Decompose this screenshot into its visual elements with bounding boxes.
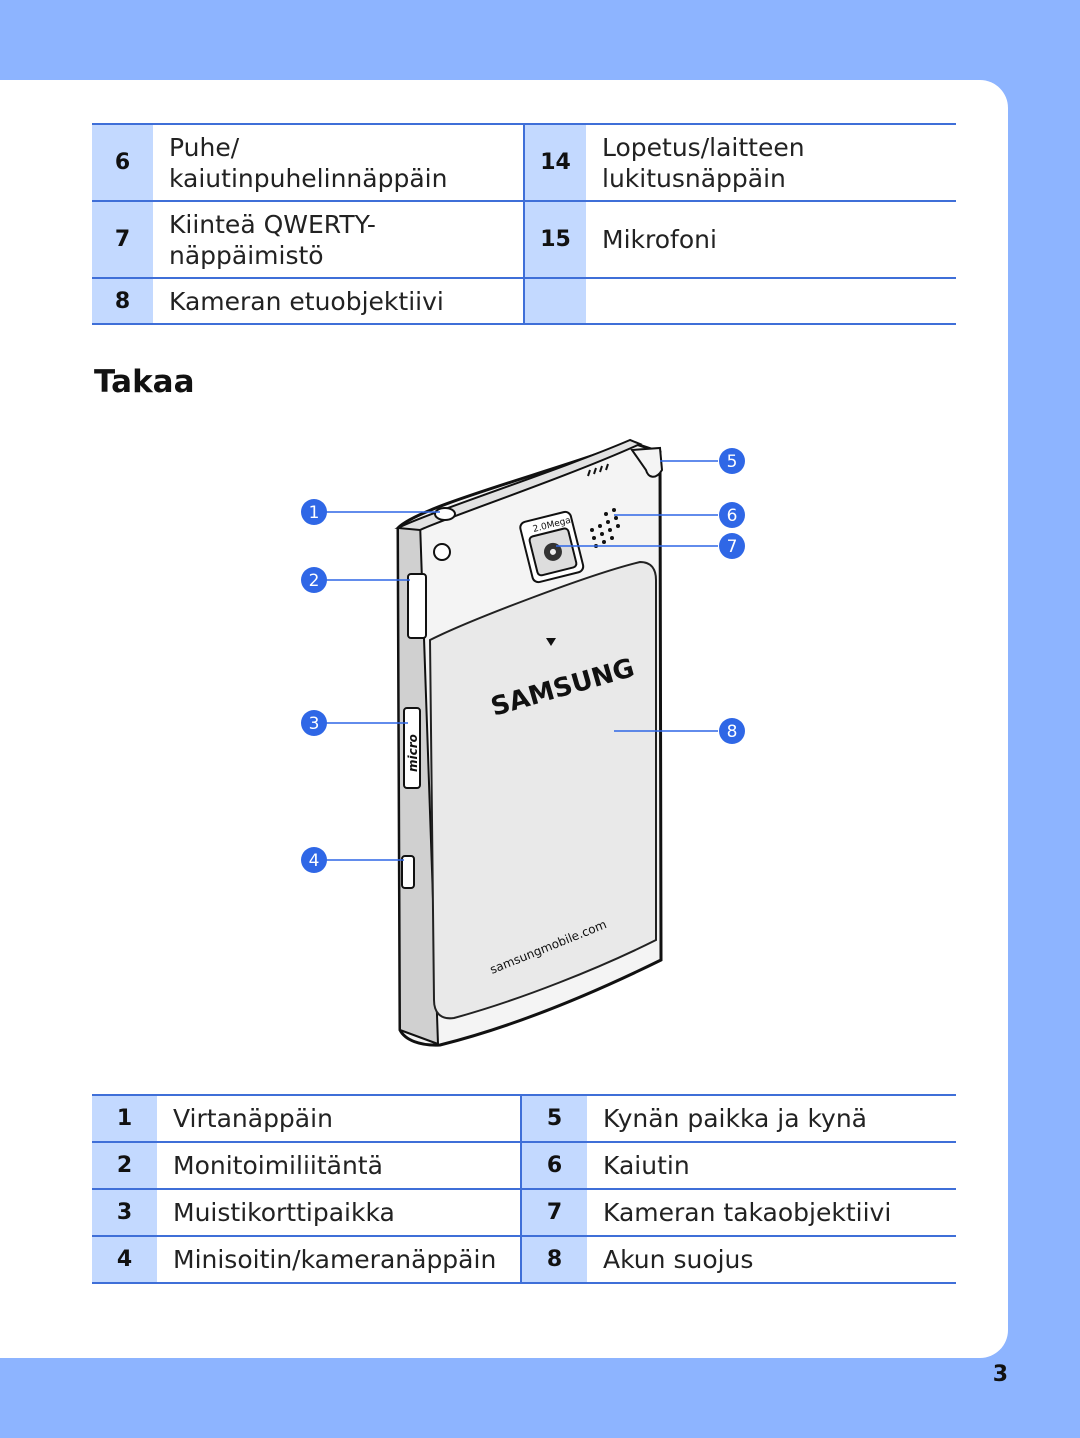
part-number: 2 xyxy=(92,1142,157,1190)
callout-badge: 4 xyxy=(301,847,327,873)
table-row: 7 Kiinteä QWERTY- näppäimistö 15 Mikrofo… xyxy=(92,201,956,279)
part-label: Virtanäppäin xyxy=(157,1094,521,1143)
part-label: Mikrofoni xyxy=(586,201,956,279)
table-row: 2 Monitoimiliitäntä 6 Kaiutin xyxy=(92,1142,956,1190)
part-number: 7 xyxy=(92,201,153,279)
part-label xyxy=(586,278,956,325)
part-label-line: Lopetus/laitteen xyxy=(602,132,805,162)
part-label-line: kaiutinpuhelinnäppäin xyxy=(169,163,448,193)
top-parts-table: 6 Puhe/ kaiutinpuhelinnäppäin 14 Lopetus… xyxy=(92,123,956,325)
multifunction-jack xyxy=(407,573,427,639)
bottom-parts-table: 1 Virtanäppäin 5 Kynän paikka ja kynä 2 … xyxy=(92,1094,956,1284)
table-row: 8 Kameran etuobjektiivi xyxy=(92,278,956,325)
table-row: 3 Muistikorttipaikka 7 Kameran takaobjek… xyxy=(92,1189,956,1237)
part-label: Kameran takaobjektiivi xyxy=(587,1189,956,1237)
callout-badge: 2 xyxy=(301,567,327,593)
svg-text:6: 6 xyxy=(727,506,738,526)
part-label-line: näppäimistö xyxy=(169,240,324,270)
table-row: 1 Virtanäppäin 5 Kynän paikka ja kynä xyxy=(92,1094,956,1143)
svg-text:4: 4 xyxy=(309,851,320,871)
part-number: 5 xyxy=(520,1094,587,1143)
page-number: 3 xyxy=(992,1362,1008,1387)
part-label-line: Kiinteä QWERTY- xyxy=(169,209,376,239)
part-label: Kameran etuobjektiivi xyxy=(153,278,524,325)
top-vent xyxy=(587,463,609,477)
callout-badge: 6 xyxy=(719,502,745,528)
phone-top-edge xyxy=(394,438,643,532)
table-row: 4 Minisoitin/kameranäppäin 8 Akun suojus xyxy=(92,1236,956,1284)
part-label: Monitoimiliitäntä xyxy=(157,1142,521,1190)
power-key xyxy=(434,507,456,521)
part-number: 8 xyxy=(520,1236,587,1284)
part-number xyxy=(523,278,586,325)
part-number: 14 xyxy=(523,123,586,202)
part-number: 3 xyxy=(92,1189,157,1237)
part-label-line: lukitusnäppäin xyxy=(602,163,786,193)
svg-text:8: 8 xyxy=(727,722,738,742)
svg-text:2: 2 xyxy=(309,571,320,591)
part-number: 15 xyxy=(523,201,586,279)
svg-text:5: 5 xyxy=(727,452,738,472)
callout-badge: 7 xyxy=(719,533,745,559)
part-number: 7 xyxy=(520,1189,587,1237)
phone-back-illustration: 2.0Mega micro SAMSUNG samsungmobile.com … xyxy=(301,438,745,1047)
section-heading: Takaa xyxy=(94,364,195,400)
part-label: Kynän paikka ja kynä xyxy=(587,1094,956,1143)
svg-text:7: 7 xyxy=(727,537,738,557)
part-label: Puhe/ kaiutinpuhelinnäppäin xyxy=(153,123,524,202)
part-number: 1 xyxy=(92,1094,157,1143)
memory-card-label: micro xyxy=(406,734,420,772)
stylus-slot xyxy=(630,446,664,478)
camera-key xyxy=(401,855,415,889)
callout-badge: 8 xyxy=(719,718,745,744)
svg-text:1: 1 xyxy=(309,503,320,523)
speaker-grille xyxy=(590,508,620,548)
part-label-line: Kameran etuobjektiivi xyxy=(169,286,444,316)
lanyard-hole xyxy=(433,543,451,561)
cover-arrow-icon xyxy=(546,638,556,646)
callout-lines xyxy=(326,460,718,861)
part-label-line: Puhe/ xyxy=(169,132,240,162)
camera-module: 2.0Mega xyxy=(519,510,585,584)
callout-badge: 5 xyxy=(719,448,745,474)
callout-badge: 1 xyxy=(301,499,327,525)
table-row: 6 Puhe/ kaiutinpuhelinnäppäin 14 Lopetus… xyxy=(92,123,956,202)
part-number: 6 xyxy=(92,123,153,202)
memory-card-slot xyxy=(403,707,421,789)
part-label: Minisoitin/kameranäppäin xyxy=(157,1236,521,1284)
part-label: Akun suojus xyxy=(587,1236,956,1284)
part-label-line: Mikrofoni xyxy=(602,225,717,254)
part-label: Lopetus/laitteen lukitusnäppäin xyxy=(586,123,956,202)
callout-badge: 3 xyxy=(301,710,327,736)
part-number: 8 xyxy=(92,278,153,325)
part-label: Muistikorttipaikka xyxy=(157,1189,521,1237)
part-number: 6 xyxy=(520,1142,587,1190)
part-number: 4 xyxy=(92,1236,157,1284)
battery-cover xyxy=(428,560,657,1020)
part-label: Kaiutin xyxy=(587,1142,956,1190)
svg-text:3: 3 xyxy=(309,714,320,734)
part-label: Kiinteä QWERTY- näppäimistö xyxy=(153,201,524,279)
